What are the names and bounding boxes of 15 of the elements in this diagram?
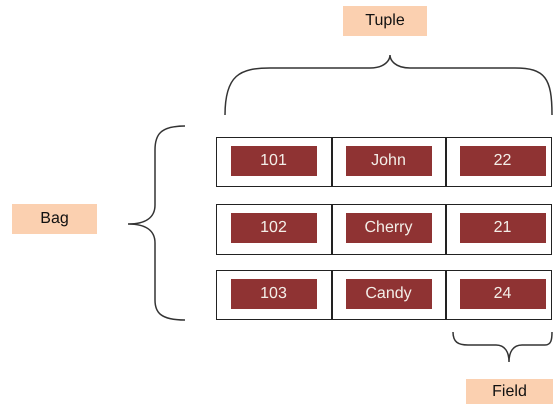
field-value: 103 [230, 278, 316, 308]
label-box: Field [466, 379, 553, 404]
label-box: Bag [12, 204, 97, 234]
tuple-row [216, 137, 552, 187]
field-value: 22 [460, 146, 546, 176]
field-value: John [346, 146, 432, 176]
field-value: Candy [346, 278, 432, 308]
field-value: 102 [230, 212, 316, 242]
field-value: 24 [460, 278, 546, 308]
label-box: Tuple [343, 6, 427, 36]
tuple-row [216, 270, 552, 320]
field-value: 101 [230, 146, 316, 176]
field-value: Cherry [346, 212, 432, 242]
field-value: 21 [460, 212, 546, 242]
tuple-row [216, 204, 552, 255]
